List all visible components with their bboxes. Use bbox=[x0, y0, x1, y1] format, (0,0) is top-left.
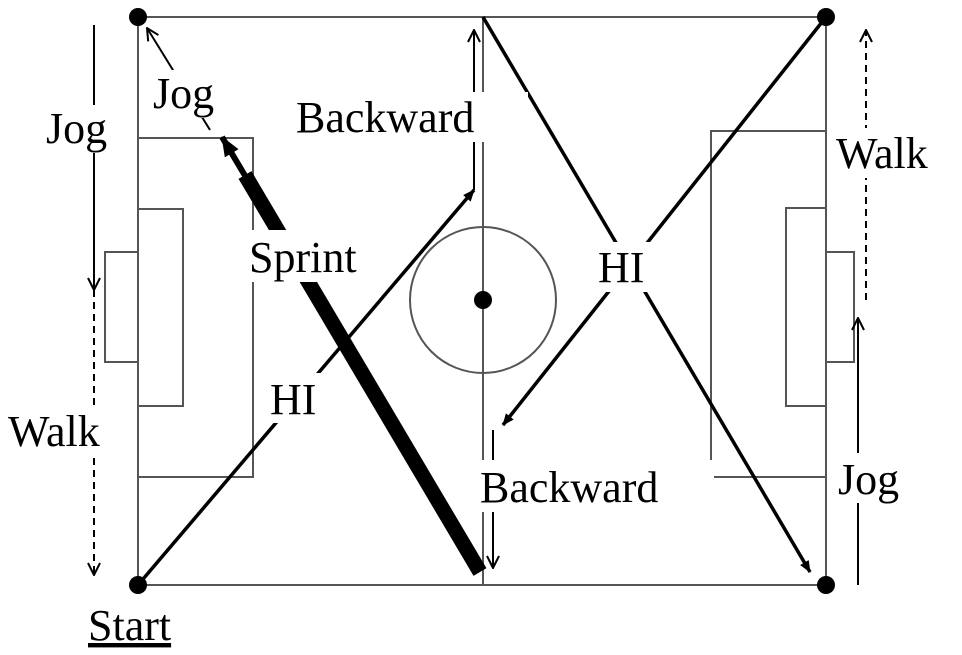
right-goal-box bbox=[785, 207, 827, 407]
label-walk-right: Walk bbox=[836, 129, 928, 178]
label-start: Start bbox=[88, 601, 171, 650]
label-hi-left: HI bbox=[270, 375, 316, 424]
left-penalty-box bbox=[137, 137, 254, 478]
corner-dot-bottom-right bbox=[817, 576, 835, 594]
label-jog-right: Jog bbox=[838, 455, 899, 504]
corner-dot-top-left bbox=[129, 8, 147, 26]
label-jog-top-left-inner: Jog bbox=[153, 69, 214, 118]
hi-right-down-path bbox=[481, 16, 812, 573]
label-walk-left: Walk bbox=[8, 407, 100, 456]
sprint-arrowhead bbox=[219, 135, 275, 223]
center-circle bbox=[409, 226, 557, 374]
label-backward-bottom: Backward bbox=[480, 463, 658, 512]
center-spot bbox=[474, 291, 492, 309]
label-sprint: Sprint bbox=[249, 233, 357, 282]
hi-right-up-path bbox=[501, 15, 828, 427]
label-hi-right: HI bbox=[598, 243, 644, 292]
label-backward-top: Backward bbox=[296, 93, 474, 142]
right-goal bbox=[825, 251, 855, 363]
label-jog-top-left-outer: Jog bbox=[46, 104, 107, 153]
right-penalty-box bbox=[710, 130, 827, 478]
label-masks bbox=[4, 70, 958, 512]
left-goal bbox=[104, 251, 139, 363]
left-goal-box bbox=[137, 208, 184, 407]
labels: Jog Jog Walk Start Sprint HI Backward Ba… bbox=[8, 69, 928, 650]
